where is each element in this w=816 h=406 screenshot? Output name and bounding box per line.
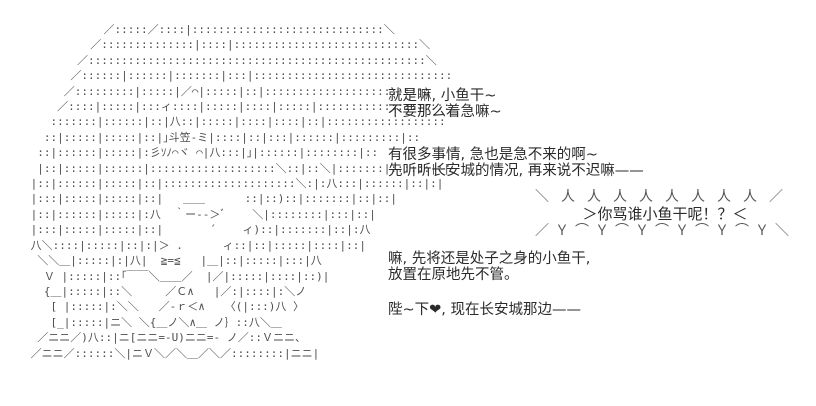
dialogue-line: 不要那么着急嘛~ [388,103,502,120]
dialogue-line: 就是嘛, 小鱼干~ [388,88,497,104]
dialogue-block-3: 嘛, 先将还是处子之身的小鱼干, 放置在原地先不管。 [388,251,591,283]
dialogue-line: 嘛, 先将还是处子之身的小鱼干, [388,251,591,267]
dialogue-block-2: 有很多事情, 急也是急不来的啊~ 先听听长安城的情况, 再来说不迟嘛—— [388,147,644,179]
dialogue-line: 陛~下❤, 现在长安城那边—— [388,302,582,318]
shout-bubble-zigzag-top: ＼人人人人人人人人／ [535,189,795,205]
ascii-art-character: ／:::::／::::|::::::::::::::::::::::::::::… [30,23,453,360]
dialogue-line: 先听听长安城的情况, 再来说不迟嘛—— [388,162,644,179]
shout-bubble-text: ＞你骂谁小鱼干呢！？＜ [582,205,748,223]
dialogue-block-1: 就是嘛, 小鱼干~ 不要那么着急嘛~ [388,88,502,120]
dialogue-block-4: 陛~下❤, 现在长安城那边—— [388,302,582,319]
shout-bubble: ＼人人人人人人人人／ ＞你骂谁小鱼干呢！？＜ ／Ｙ⌒Ｙ⌒Ｙ⌒Ｙ⌒Ｙ⌒Ｙ＼ [512,189,816,240]
dialogue-line: 放置在原地先不管。 [388,266,519,283]
shout-bubble-zigzag-bottom: ／Ｙ⌒Ｙ⌒Ｙ⌒Ｙ⌒Ｙ⌒Ｙ＼ [535,223,795,239]
dialogue-line: 有很多事情, 急也是急不来的啊~ [388,147,598,163]
